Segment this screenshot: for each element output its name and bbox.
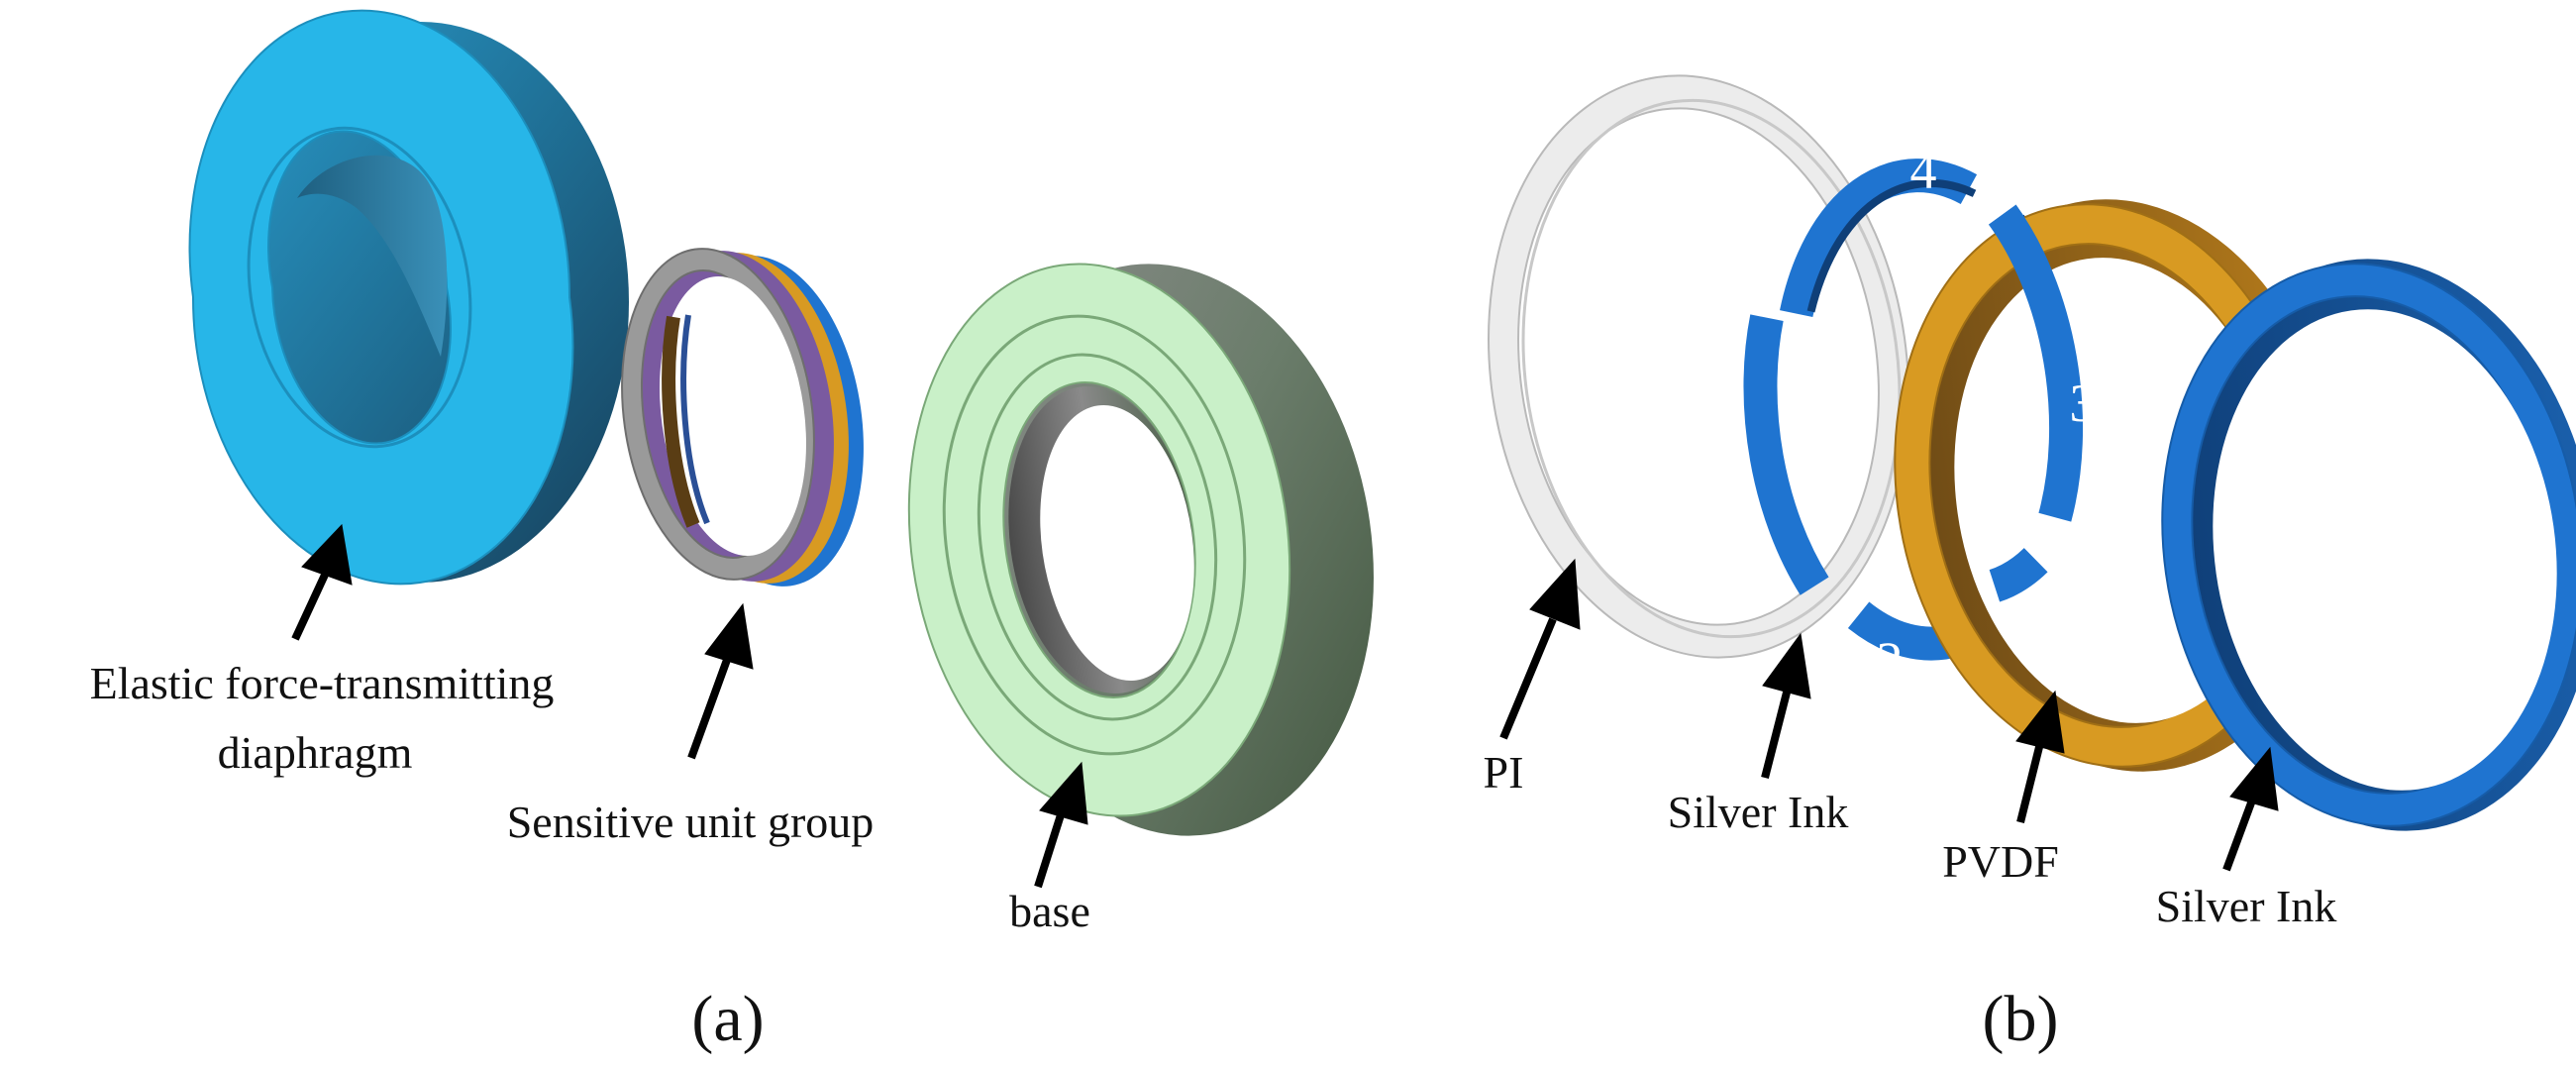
- diaphragm-ring: [188, 9, 629, 586]
- diaphragm-hole-wall: [297, 155, 448, 357]
- label-sensitive-unit-group: Sensitive unit group: [507, 797, 875, 847]
- base-hole: [1040, 404, 1194, 682]
- segment-3-arc-front: [1988, 204, 2084, 522]
- label-pvdf: PVDF: [1942, 836, 2059, 887]
- panel-a-arrows: [291, 523, 1088, 889]
- arrow-sensitive-head: [704, 602, 754, 670]
- sensitive-inner-edge: [680, 314, 710, 525]
- pi-ring-body: [1488, 74, 1909, 659]
- diaphragm-recess-rim: [247, 126, 472, 449]
- segment-number-2: 2: [1877, 631, 1904, 691]
- label-silver-ink-2: Silver Ink: [2156, 881, 2337, 931]
- caption-a: (a): [691, 983, 764, 1055]
- sensitive-unit-group: [621, 248, 864, 587]
- silver-ink-ring: [2161, 259, 2576, 831]
- arrow-base-head: [1039, 761, 1088, 825]
- segment-2-arc-front: [1988, 547, 2048, 602]
- pi-ring: [1488, 74, 1909, 659]
- segment-number-4: 4: [1910, 141, 1937, 200]
- base-ring: [907, 263, 1374, 836]
- arrow-pvdf-head: [2015, 690, 2065, 754]
- sensitive-inner-wall: [662, 315, 700, 528]
- label-silver-ink-1: Silver Ink: [1668, 787, 1849, 837]
- arrow-silver-ink-1-head: [1762, 632, 1811, 699]
- arrow-pi: [1499, 617, 1557, 740]
- segment-number-3-front: 3: [2070, 374, 2097, 433]
- arrow-diaphragm-head: [301, 523, 353, 586]
- base-inner-rim: [977, 353, 1218, 721]
- segment-number-1: 1: [1718, 380, 1745, 440]
- label-diaphragm-line1: Elastic force-transmitting: [90, 658, 555, 708]
- arrow-silver-ink-2-head: [2229, 746, 2279, 811]
- segment-4-arc: [1780, 159, 1978, 317]
- arrow-silver-ink-2: [2222, 796, 2257, 872]
- arrow-silver-ink-1: [1761, 688, 1792, 779]
- silver-ink-segment-front: [1988, 204, 2084, 602]
- arrow-pvdf: [2016, 742, 2044, 823]
- segment-1-arc: [1743, 314, 1829, 595]
- segment-4-side: [1806, 179, 1977, 313]
- panel-b-arrows: [1499, 558, 2279, 872]
- label-base: base: [1009, 886, 1090, 936]
- base-front-face: [907, 263, 1291, 817]
- silver-ink-ring-hole: [2213, 309, 2557, 791]
- caption-b: (b): [1983, 983, 2059, 1055]
- arrow-pi-head: [1529, 558, 1581, 630]
- base-step-rim: [942, 314, 1247, 756]
- arrow-sensitive: [687, 647, 735, 760]
- pi-ring-edge: [1521, 98, 1902, 639]
- label-diaphragm-line2: diaphragm: [218, 727, 413, 778]
- label-pi: PI: [1484, 747, 1524, 798]
